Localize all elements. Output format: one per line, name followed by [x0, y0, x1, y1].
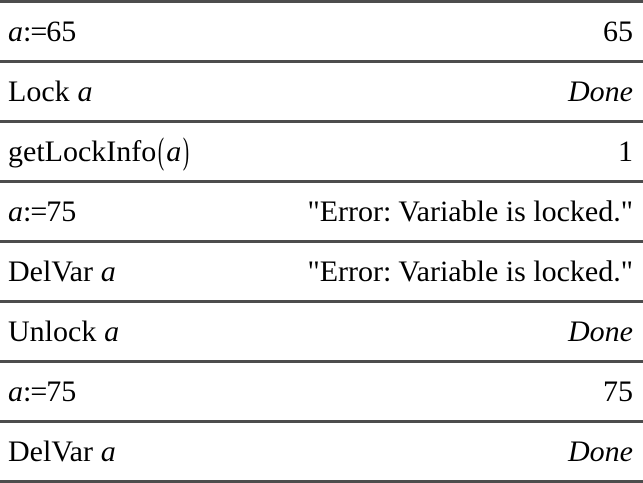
variable-name: a — [100, 434, 116, 468]
history-row-output: 1 — [618, 134, 633, 168]
history-row-input[interactable]: a:=75 — [5, 374, 77, 408]
numeric-literal: 65 — [46, 14, 77, 48]
variable-name: a — [100, 254, 116, 288]
command-name: Unlock — [8, 314, 97, 348]
history-row-output: 65 — [603, 14, 633, 48]
close-paren: ) — [183, 130, 190, 172]
history-row-output: Done — [568, 314, 633, 348]
numeric-literal: 75 — [46, 374, 77, 408]
numeric-literal: 75 — [46, 194, 77, 228]
variable-name: a — [8, 374, 23, 408]
open-paren: ( — [158, 130, 165, 172]
history-row[interactable]: a:=65 65 — [0, 3, 643, 63]
command-name: DelVar — [8, 434, 93, 468]
variable-name: a — [8, 14, 23, 48]
variable-name: a — [77, 74, 93, 108]
history-row[interactable]: getLockInfo(a) 1 — [0, 123, 643, 183]
assignment-operator: := — [23, 14, 47, 48]
history-row[interactable]: a:=75 "Error: Variable is locked." — [0, 183, 643, 243]
history-row-input[interactable]: a:=75 — [5, 194, 77, 228]
variable-name: a — [104, 314, 120, 348]
function-name: getLockInfo — [8, 134, 157, 168]
variable-name: a — [166, 134, 182, 168]
history-row-output: Done — [568, 434, 633, 468]
assignment-operator: := — [23, 374, 47, 408]
command-name: DelVar — [8, 254, 93, 288]
history-row-input[interactable]: getLockInfo(a) — [5, 133, 191, 170]
history-row-output: Done — [568, 74, 633, 108]
variable-name: a — [8, 194, 23, 228]
history-row[interactable]: a:=75 75 — [0, 363, 643, 423]
history-row-input[interactable]: a:=65 — [5, 14, 77, 48]
assignment-operator: := — [23, 194, 47, 228]
history-row-output: "Error: Variable is locked." — [307, 194, 633, 228]
command-name: Lock — [8, 74, 70, 108]
history-row-output: 75 — [603, 374, 633, 408]
history-row-output: "Error: Variable is locked." — [307, 254, 633, 288]
